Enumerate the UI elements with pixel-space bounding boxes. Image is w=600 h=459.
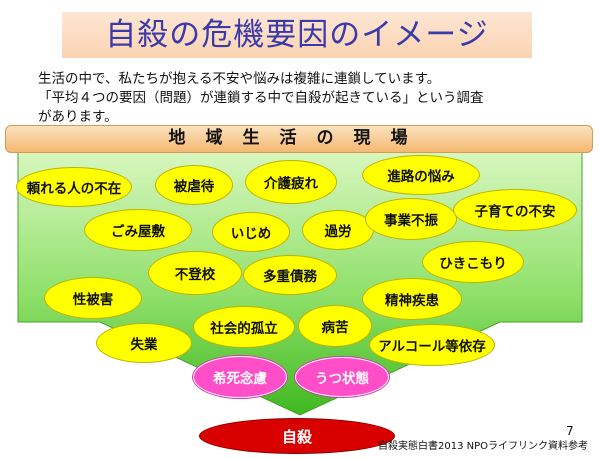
title-banner	[62, 12, 532, 58]
intro-line-2: 「平均４つの要因（問題）が連鎖する中で自殺が起きている」という調査	[38, 90, 484, 106]
factor-oval: 事業不振	[365, 198, 457, 240]
community-band-label: 地域生活の現場	[168, 128, 428, 148]
factor-oval: 頼れる人の不在	[16, 167, 132, 207]
factor-oval: 被虐待	[155, 165, 233, 205]
critical-oval: 希死念慮	[193, 356, 287, 398]
factor-oval: 失業	[96, 323, 192, 363]
factor-oval: いじめ	[212, 212, 290, 252]
factor-oval: 子育ての不安	[453, 189, 577, 231]
intro-line-1: 生活の中で、私たちが抱える不安や悩みは複雑に連鎖しています。	[38, 71, 441, 87]
factor-oval: 不登校	[148, 251, 242, 295]
community-band	[5, 125, 593, 153]
critical-oval: うつ状態	[295, 357, 389, 397]
source-note: 自殺実態白書2013 NPOライフリンク資料参考	[378, 441, 589, 452]
factor-oval: アルコール等依存	[369, 324, 495, 366]
factor-oval: ひきこもり	[422, 241, 524, 283]
factor-oval: 社会的孤立	[193, 306, 295, 348]
factor-oval: 病苦	[298, 305, 372, 347]
factor-oval: 進路の悩み	[362, 155, 480, 195]
factor-oval: ごみ屋敷	[84, 209, 192, 251]
factor-oval: 精神疾患	[362, 278, 462, 320]
page-number: 7	[566, 424, 574, 438]
outcome-oval: 自殺	[199, 418, 395, 454]
intro-line-3: があります。	[38, 109, 118, 125]
factor-oval: 多重債務	[243, 255, 337, 295]
page-title: 自殺の危機要因のイメージ	[105, 17, 489, 53]
factor-oval: 性被害	[44, 277, 142, 319]
factor-oval: 過労	[302, 210, 374, 250]
factor-oval: 介護疲れ	[245, 160, 337, 204]
